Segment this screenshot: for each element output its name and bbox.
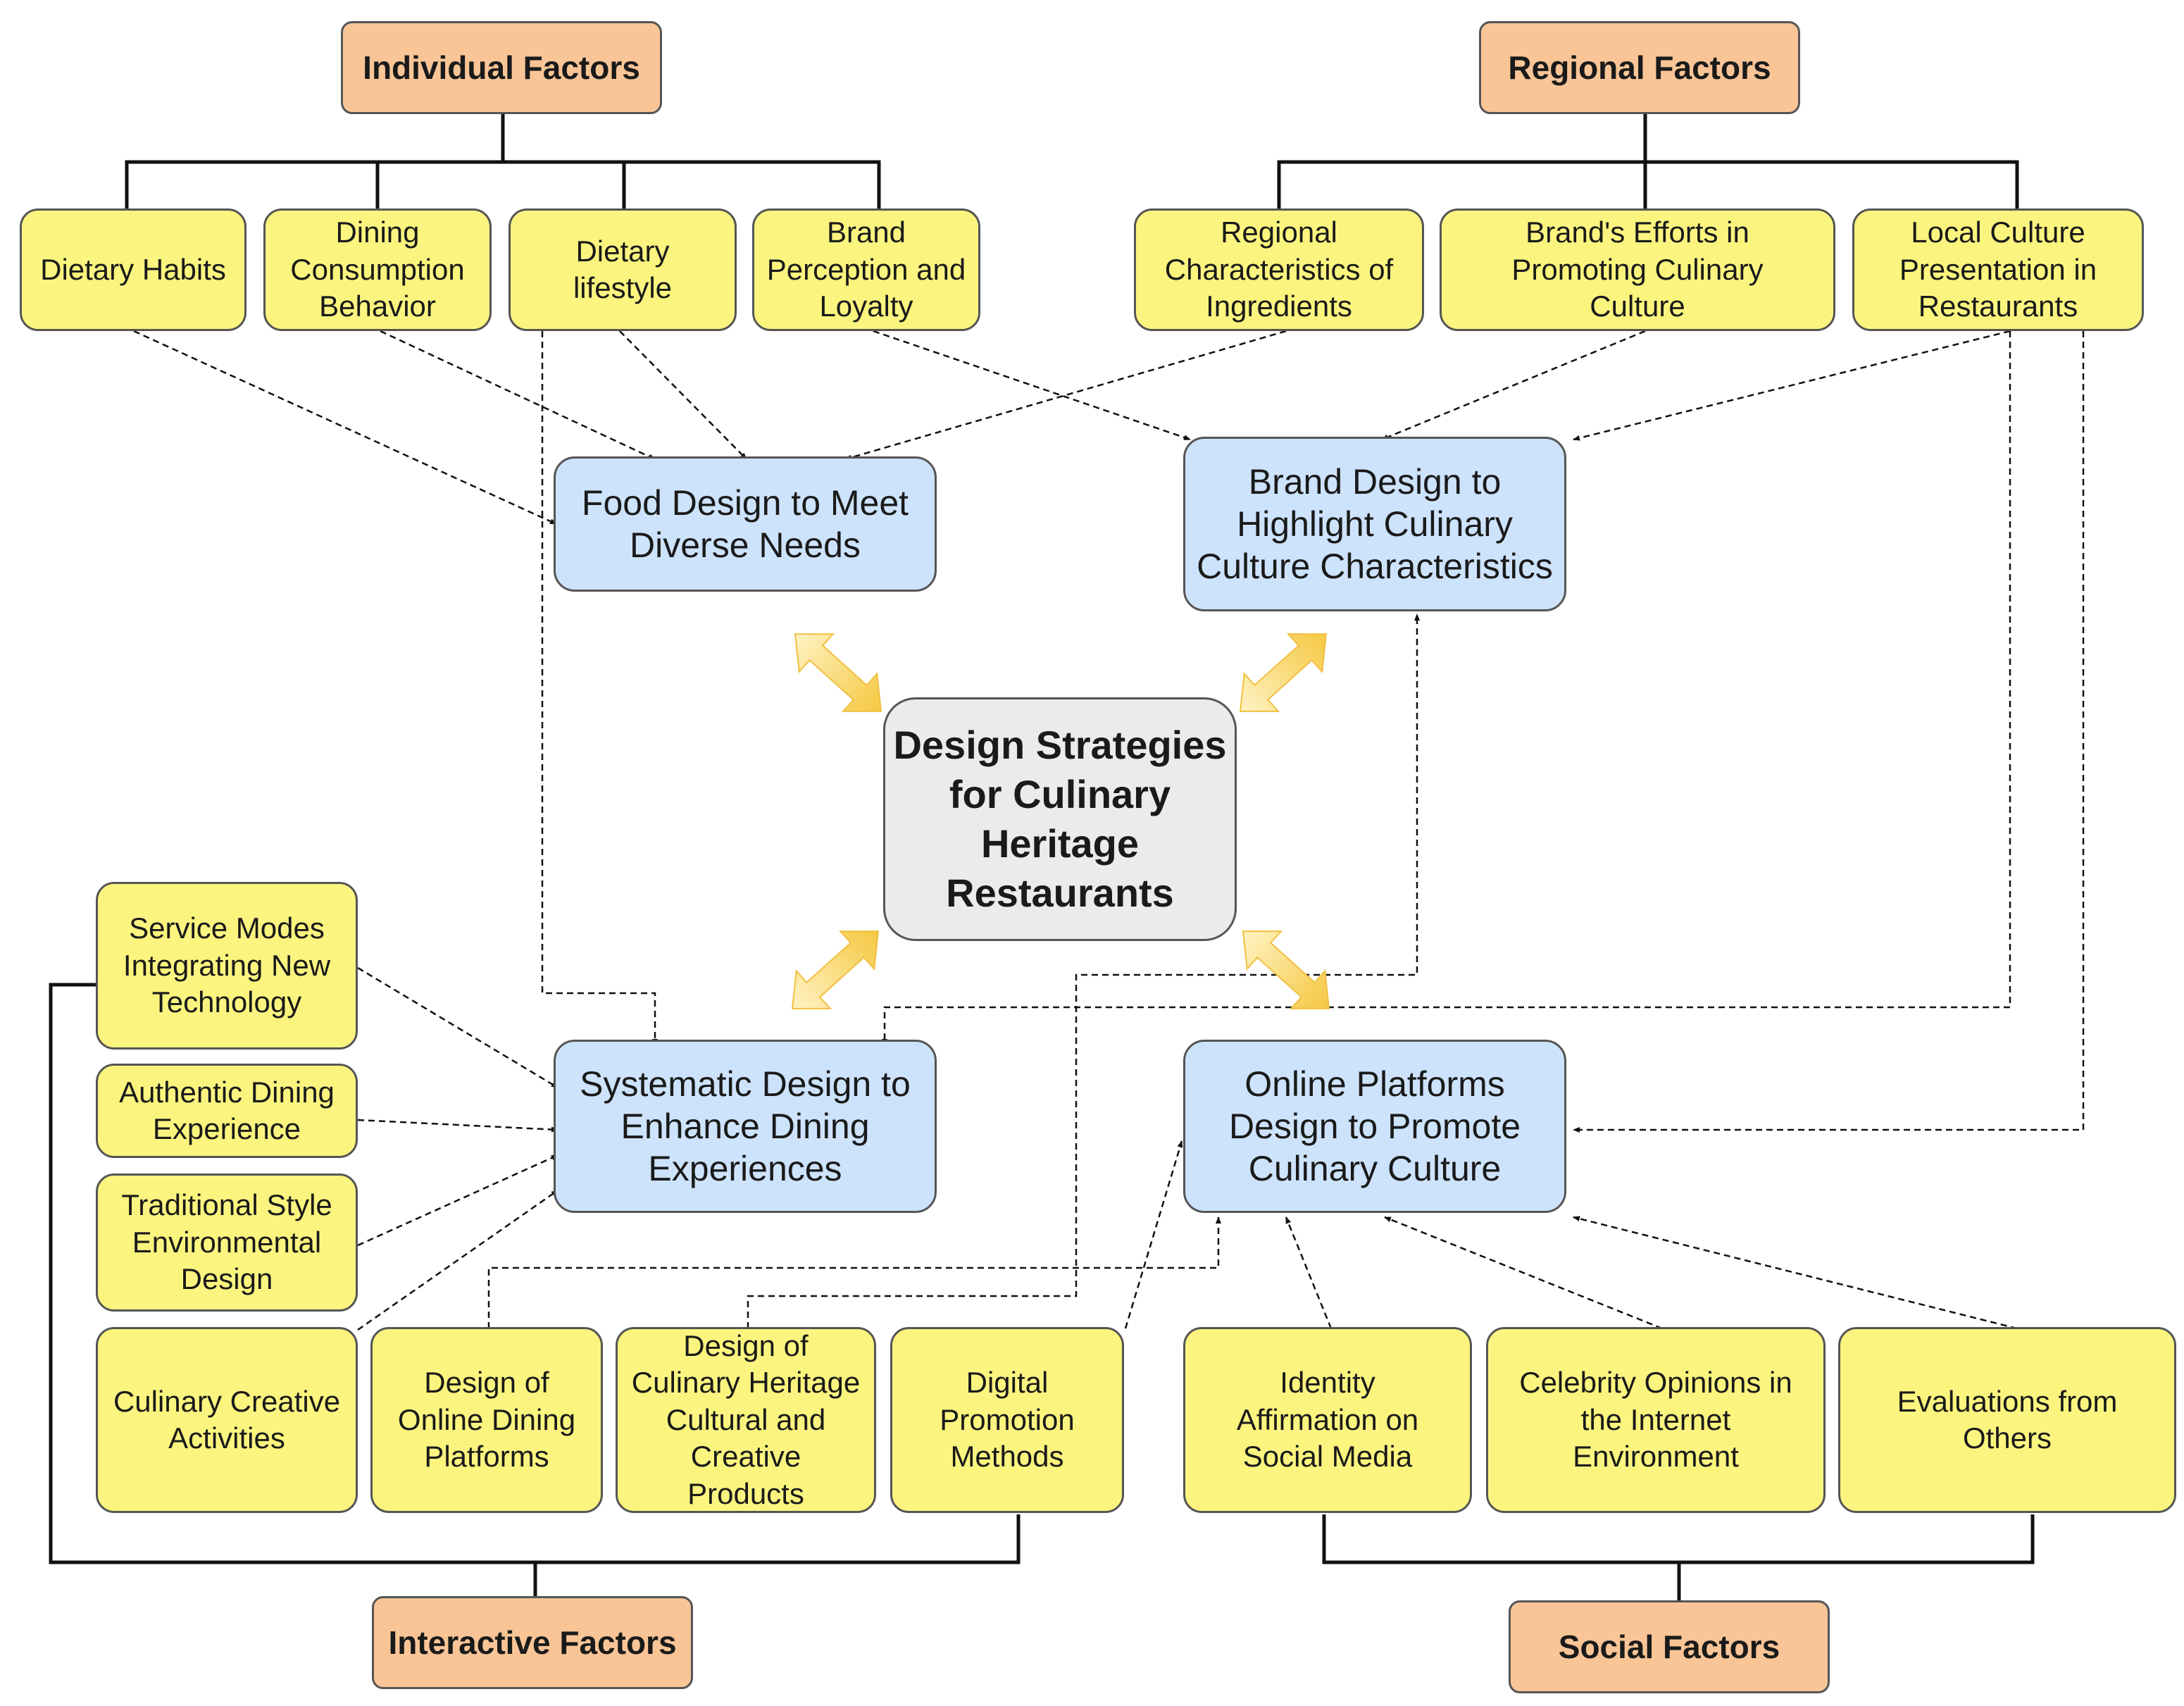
individual-bracket	[125, 114, 881, 208]
arrow-service-modes-to-systematic	[357, 966, 559, 1089]
factor-heritage-creative-products: Design of Culinary Heritage Cultural and…	[616, 1327, 876, 1513]
double-arrow-brand	[1239, 633, 1328, 712]
strategy-brand-design: Brand Design to Highlight Culinary Cultu…	[1183, 437, 1566, 611]
arrow-authentic-to-systematic	[357, 1119, 559, 1133]
strategy-systematic-design: Systematic Design to Enhance Dining Expe…	[554, 1040, 937, 1213]
arrow-online-dining-to-online	[487, 1216, 1221, 1328]
arrow-local-culture-to-systematic	[882, 331, 2011, 1046]
factor-regional-ingredients: Regional Characteristics of Ingredients	[1134, 208, 1424, 331]
factor-brand-perception-loyalty: Brand Perception and Loyalty	[752, 208, 980, 331]
factor-online-dining-platforms: Design of Online Dining Platforms	[370, 1327, 603, 1513]
factor-celebrity-opinions: Celebrity Opinions in the Internet Envir…	[1486, 1327, 1826, 1513]
factor-authentic-dining-experience: Authentic Dining Experience	[96, 1064, 358, 1158]
arrow-identity-to-online	[1285, 1216, 1333, 1329]
factor-evaluations-from-others: Evaluations from Others	[1838, 1327, 2176, 1513]
arrow-ingredients-to-food	[844, 330, 1287, 461]
factor-digital-promotion-methods: Digital Promotion Methods	[890, 1327, 1124, 1513]
arrow-digital-promotion-to-online	[1124, 1140, 1183, 1329]
individual-factors-header: Individual Factors	[341, 21, 662, 114]
factor-dining-consumption-behavior: Dining Consumption Behavior	[263, 208, 492, 331]
double-arrow-systematic	[791, 930, 880, 1009]
arrow-celebrity-to-online	[1384, 1216, 1663, 1330]
arrow-creative-activities-to-systematic	[357, 1189, 559, 1331]
interactive-factors-header: Interactive Factors	[372, 1596, 693, 1689]
regional-factors-header: Regional Factors	[1479, 21, 1800, 114]
factor-culinary-creative-activities: Culinary Creative Activities	[96, 1327, 358, 1513]
central-design-strategies: Design Strategies for Culinary Heritage …	[883, 697, 1237, 941]
arrow-dietary-habits-to-food	[133, 330, 557, 525]
factor-brand-efforts: Brand's Efforts in Promoting Culinary Cu…	[1440, 208, 1835, 331]
arrow-brand-efforts-to-brand	[1381, 330, 1646, 441]
factor-dietary-lifestyle: Dietary lifestyle	[508, 208, 737, 331]
interactive-bracket	[49, 983, 1021, 1610]
arrow-lifestyle-to-systematic	[541, 331, 658, 1046]
factor-dietary-habits: Dietary Habits	[20, 208, 247, 331]
factor-service-modes-new-technology: Service Modes Integrating New Technology	[96, 882, 358, 1050]
factor-identity-affirmation: Identity Affirmation on Social Media	[1183, 1327, 1472, 1513]
arrow-traditional-to-systematic	[357, 1154, 559, 1247]
double-arrow-online	[1242, 930, 1330, 1009]
strategy-online-platforms-design: Online Platforms Design to Promote Culin…	[1183, 1040, 1566, 1213]
social-bracket	[1322, 1514, 2035, 1613]
double-arrow-food	[794, 633, 882, 712]
strategy-food-design: Food Design to Meet Diverse Needs	[554, 456, 937, 592]
factor-local-culture-presentation: Local Culture Presentation in Restaurant…	[1852, 208, 2144, 331]
arrow-local-culture-to-online	[1573, 331, 2085, 1133]
arrow-local-culture-to-brand	[1573, 330, 2011, 441]
arrow-dining-consumption-to-food	[380, 330, 656, 461]
arrow-evaluations-to-online	[1573, 1216, 2018, 1330]
factor-traditional-style-environment: Traditional Style Environmental Design	[96, 1173, 358, 1312]
social-factors-header: Social Factors	[1509, 1600, 1830, 1693]
regional-bracket	[1277, 114, 2019, 208]
arrow-lifestyle-to-food	[619, 330, 747, 460]
arrow-heritage-products-to-brand	[747, 614, 1420, 1328]
arrow-brand-perception-to-brand	[873, 330, 1191, 441]
